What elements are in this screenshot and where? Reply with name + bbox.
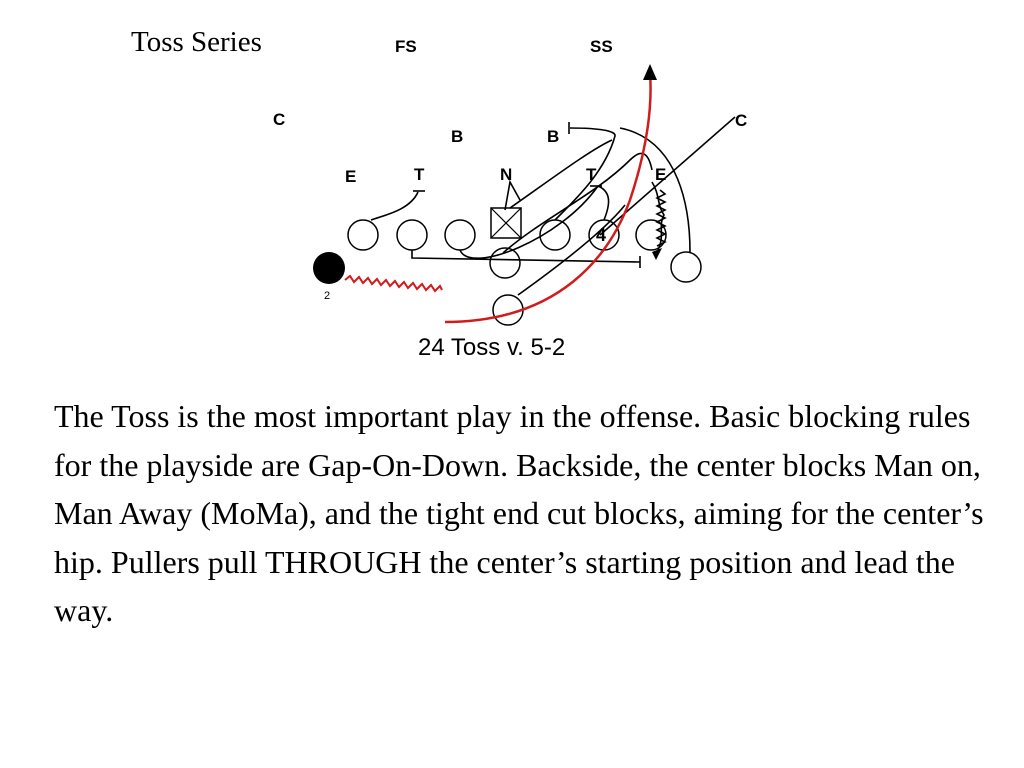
block-path-left-tackle bbox=[411, 250, 641, 263]
ball-carrier-number: 2 bbox=[324, 290, 330, 302]
ball-path bbox=[444, 71, 652, 324]
block-path-right-guard bbox=[554, 127, 616, 221]
offensive-left-guard bbox=[444, 219, 476, 251]
offensive-tight-end bbox=[635, 219, 667, 251]
slide-body-text: The Toss is the most important play in t… bbox=[54, 398, 984, 628]
defender-corner-right: C bbox=[735, 111, 747, 130]
slide-title: Toss Series bbox=[131, 26, 262, 58]
block-path-center-linebacker bbox=[509, 139, 613, 209]
tight-end-cut-block bbox=[655, 189, 667, 247]
block-path-center bbox=[504, 179, 521, 211]
offensive-split-end bbox=[347, 219, 379, 251]
ball-carrier-step-path bbox=[344, 274, 443, 293]
ball-carrier bbox=[313, 252, 345, 284]
offensive-wingback bbox=[670, 251, 702, 283]
defender-tackle-right: T bbox=[586, 165, 597, 184]
tight-end-cut-arrow bbox=[652, 248, 662, 260]
defender-end-left: E bbox=[345, 167, 356, 186]
defender-strong-safety: SS bbox=[590, 37, 613, 56]
defender-backer-right: B bbox=[547, 127, 559, 146]
ball-path-arrow bbox=[643, 64, 657, 80]
diagram-caption: 24 Toss v. 5-2 bbox=[418, 334, 565, 361]
defender-tackle-left: T bbox=[414, 165, 425, 184]
defender-backer-left: B bbox=[451, 127, 463, 146]
block-path-left-guard bbox=[459, 185, 599, 260]
block-path-tight-end bbox=[651, 181, 665, 251]
block-path-wingback bbox=[619, 127, 691, 253]
defender-nose: N bbox=[500, 165, 512, 184]
block-path-quarterback bbox=[502, 152, 653, 254]
play-diagram: FS SS C C B B E T N T E 2 4 bbox=[273, 37, 747, 361]
block-path-split-end bbox=[370, 191, 419, 221]
offensive-center bbox=[490, 207, 522, 239]
block-path-tight-end-corner bbox=[599, 116, 736, 236]
defender-end-right: E bbox=[655, 165, 666, 184]
offensive-left-tackle bbox=[396, 219, 428, 251]
defender-corner-left: C bbox=[273, 110, 285, 129]
block-path-right-tackle bbox=[597, 185, 610, 221]
defender-free-safety: FS bbox=[395, 37, 417, 56]
block-path-fullback bbox=[517, 204, 626, 296]
